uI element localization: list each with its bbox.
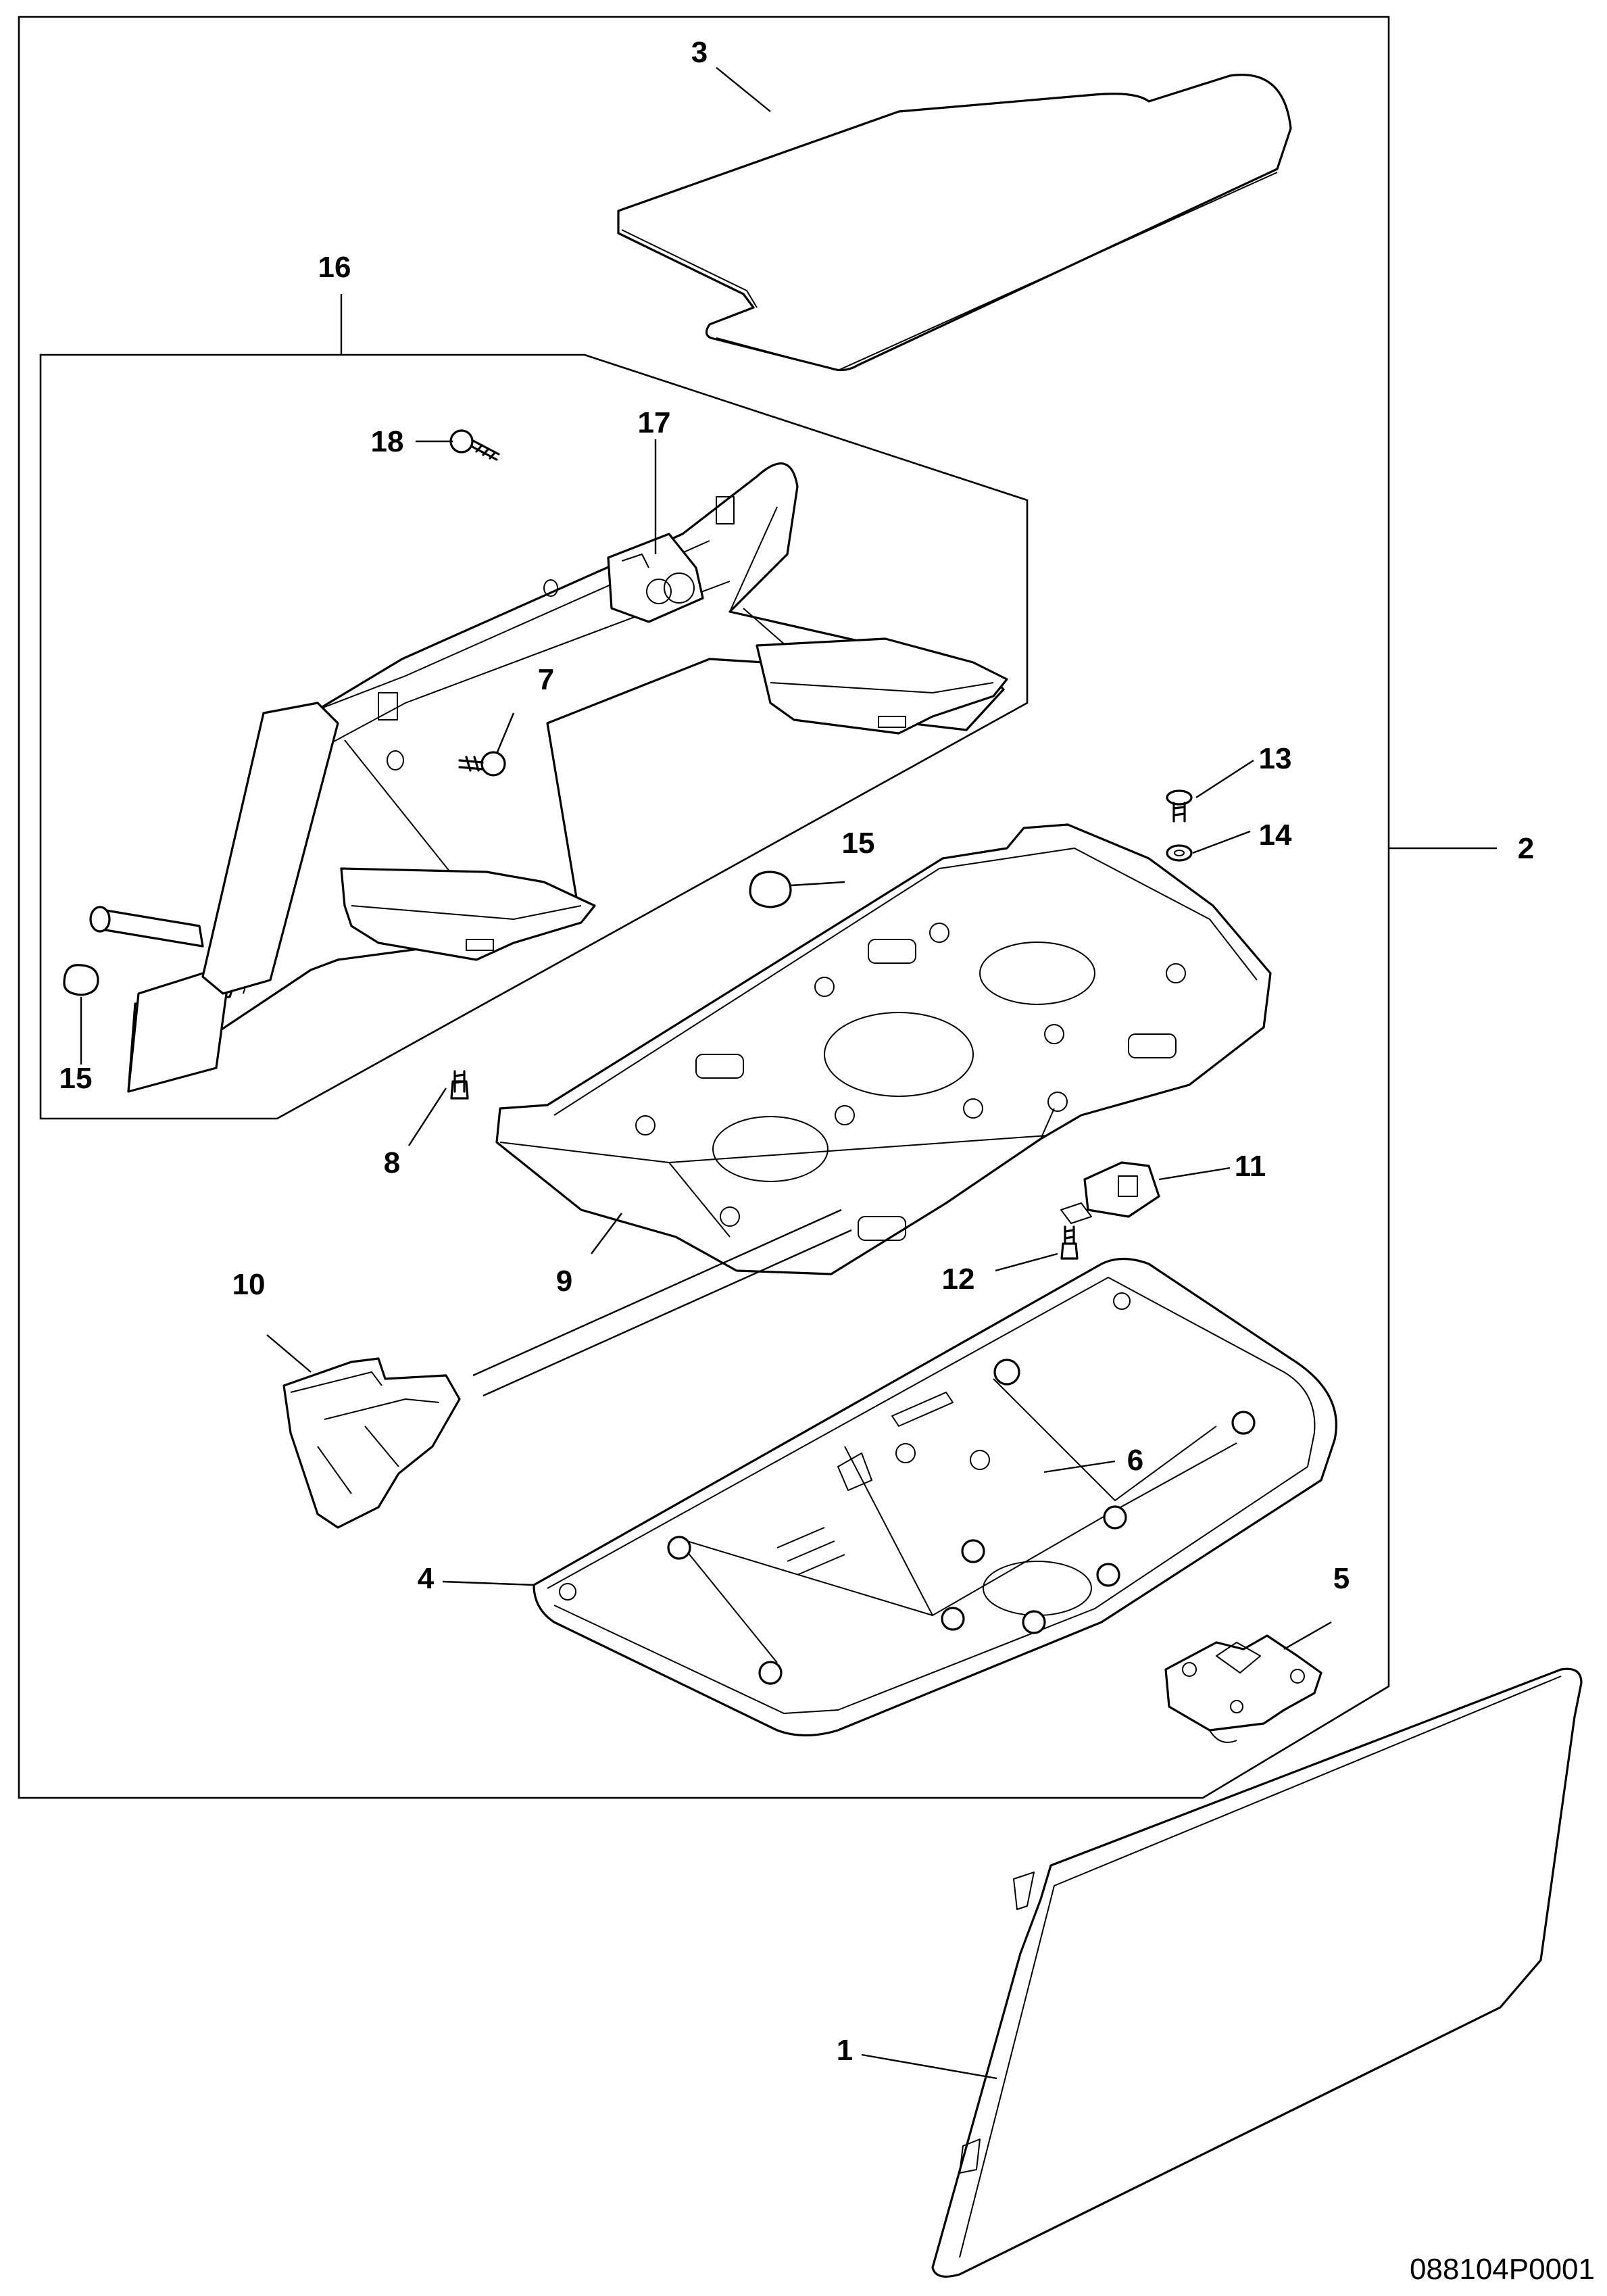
part-5-latch-plate: [1164, 1634, 1322, 1743]
part-14-washer: [1166, 844, 1193, 862]
part-11-latch: [1060, 1161, 1160, 1224]
callout-10: 10: [232, 1268, 266, 1301]
callout-16: 16: [318, 251, 351, 284]
callout-labels: 3 16 18 17 7 13 14 2 15 15 8 9 11 12 10 …: [59, 36, 1535, 2067]
part-12-screw: [1060, 1225, 1079, 1260]
part-10-clip: [282, 1357, 461, 1529]
callout-17: 17: [638, 406, 671, 439]
alignment-line-10: [472, 1208, 852, 1397]
part-17-hinge: [607, 533, 704, 623]
callout-15-right: 15: [842, 827, 875, 860]
callout-13: 13: [1259, 742, 1292, 775]
callout-3: 3: [691, 36, 708, 69]
part-8-screw: [450, 1070, 469, 1100]
callout-6: 6: [1127, 1444, 1143, 1477]
part-16-bracket-frame: [89, 462, 1008, 1093]
part-9-base-plate: [495, 823, 1272, 1275]
callout-12: 12: [942, 1263, 975, 1296]
callout-5: 5: [1333, 1562, 1350, 1595]
assembly-frame-2: [18, 16, 1390, 1799]
callout-9: 9: [556, 1265, 572, 1298]
part-15-cap-right: [749, 871, 792, 908]
part-1-lid: [931, 1667, 1583, 2278]
callout-18: 18: [371, 425, 404, 458]
part-18-screw: [449, 429, 500, 461]
callout-11: 11: [1235, 1150, 1266, 1183]
callout-14: 14: [1259, 819, 1292, 852]
callout-1: 1: [837, 2034, 853, 2067]
callout-8: 8: [384, 1146, 400, 1179]
subassembly-frame-16: [39, 353, 1029, 1120]
leader-lines: [80, 67, 1497, 2080]
callout-7: 7: [538, 663, 554, 696]
figure-id: 088104P0001: [1410, 2253, 1595, 2286]
callout-4: 4: [418, 1562, 435, 1595]
part-3-pad: [617, 74, 1292, 372]
part-13-screw: [1166, 789, 1193, 823]
callout-15-left: 15: [59, 1062, 93, 1095]
callout-2: 2: [1518, 832, 1534, 865]
part-4-lower-tray: [533, 1257, 1337, 1737]
part-15-cap-left: [63, 964, 99, 996]
part-7-screw: [458, 751, 506, 777]
